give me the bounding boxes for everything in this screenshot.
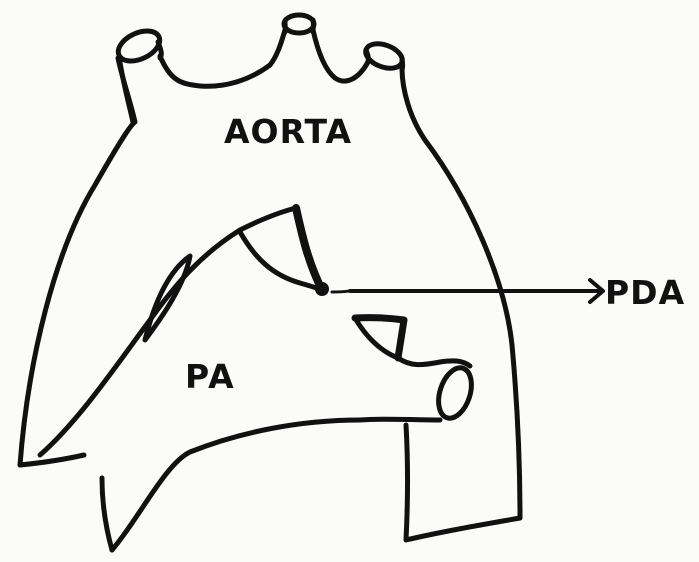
aortic-root-lip xyxy=(20,455,84,465)
pda-arrow xyxy=(332,280,603,302)
pda-region xyxy=(315,282,404,358)
aorta-outline xyxy=(20,15,520,540)
pulmonary-trunk-outline xyxy=(102,420,360,550)
pda-label: PDA xyxy=(605,273,685,312)
pda-dot xyxy=(315,282,329,296)
middle-vessel-cap xyxy=(284,15,314,33)
right-pa-branch xyxy=(360,358,477,422)
right-pa-opening xyxy=(433,364,478,423)
pa-label: PA xyxy=(185,357,236,396)
aorta-label: AORTA xyxy=(224,112,352,151)
arch-inner-curve xyxy=(40,208,322,455)
